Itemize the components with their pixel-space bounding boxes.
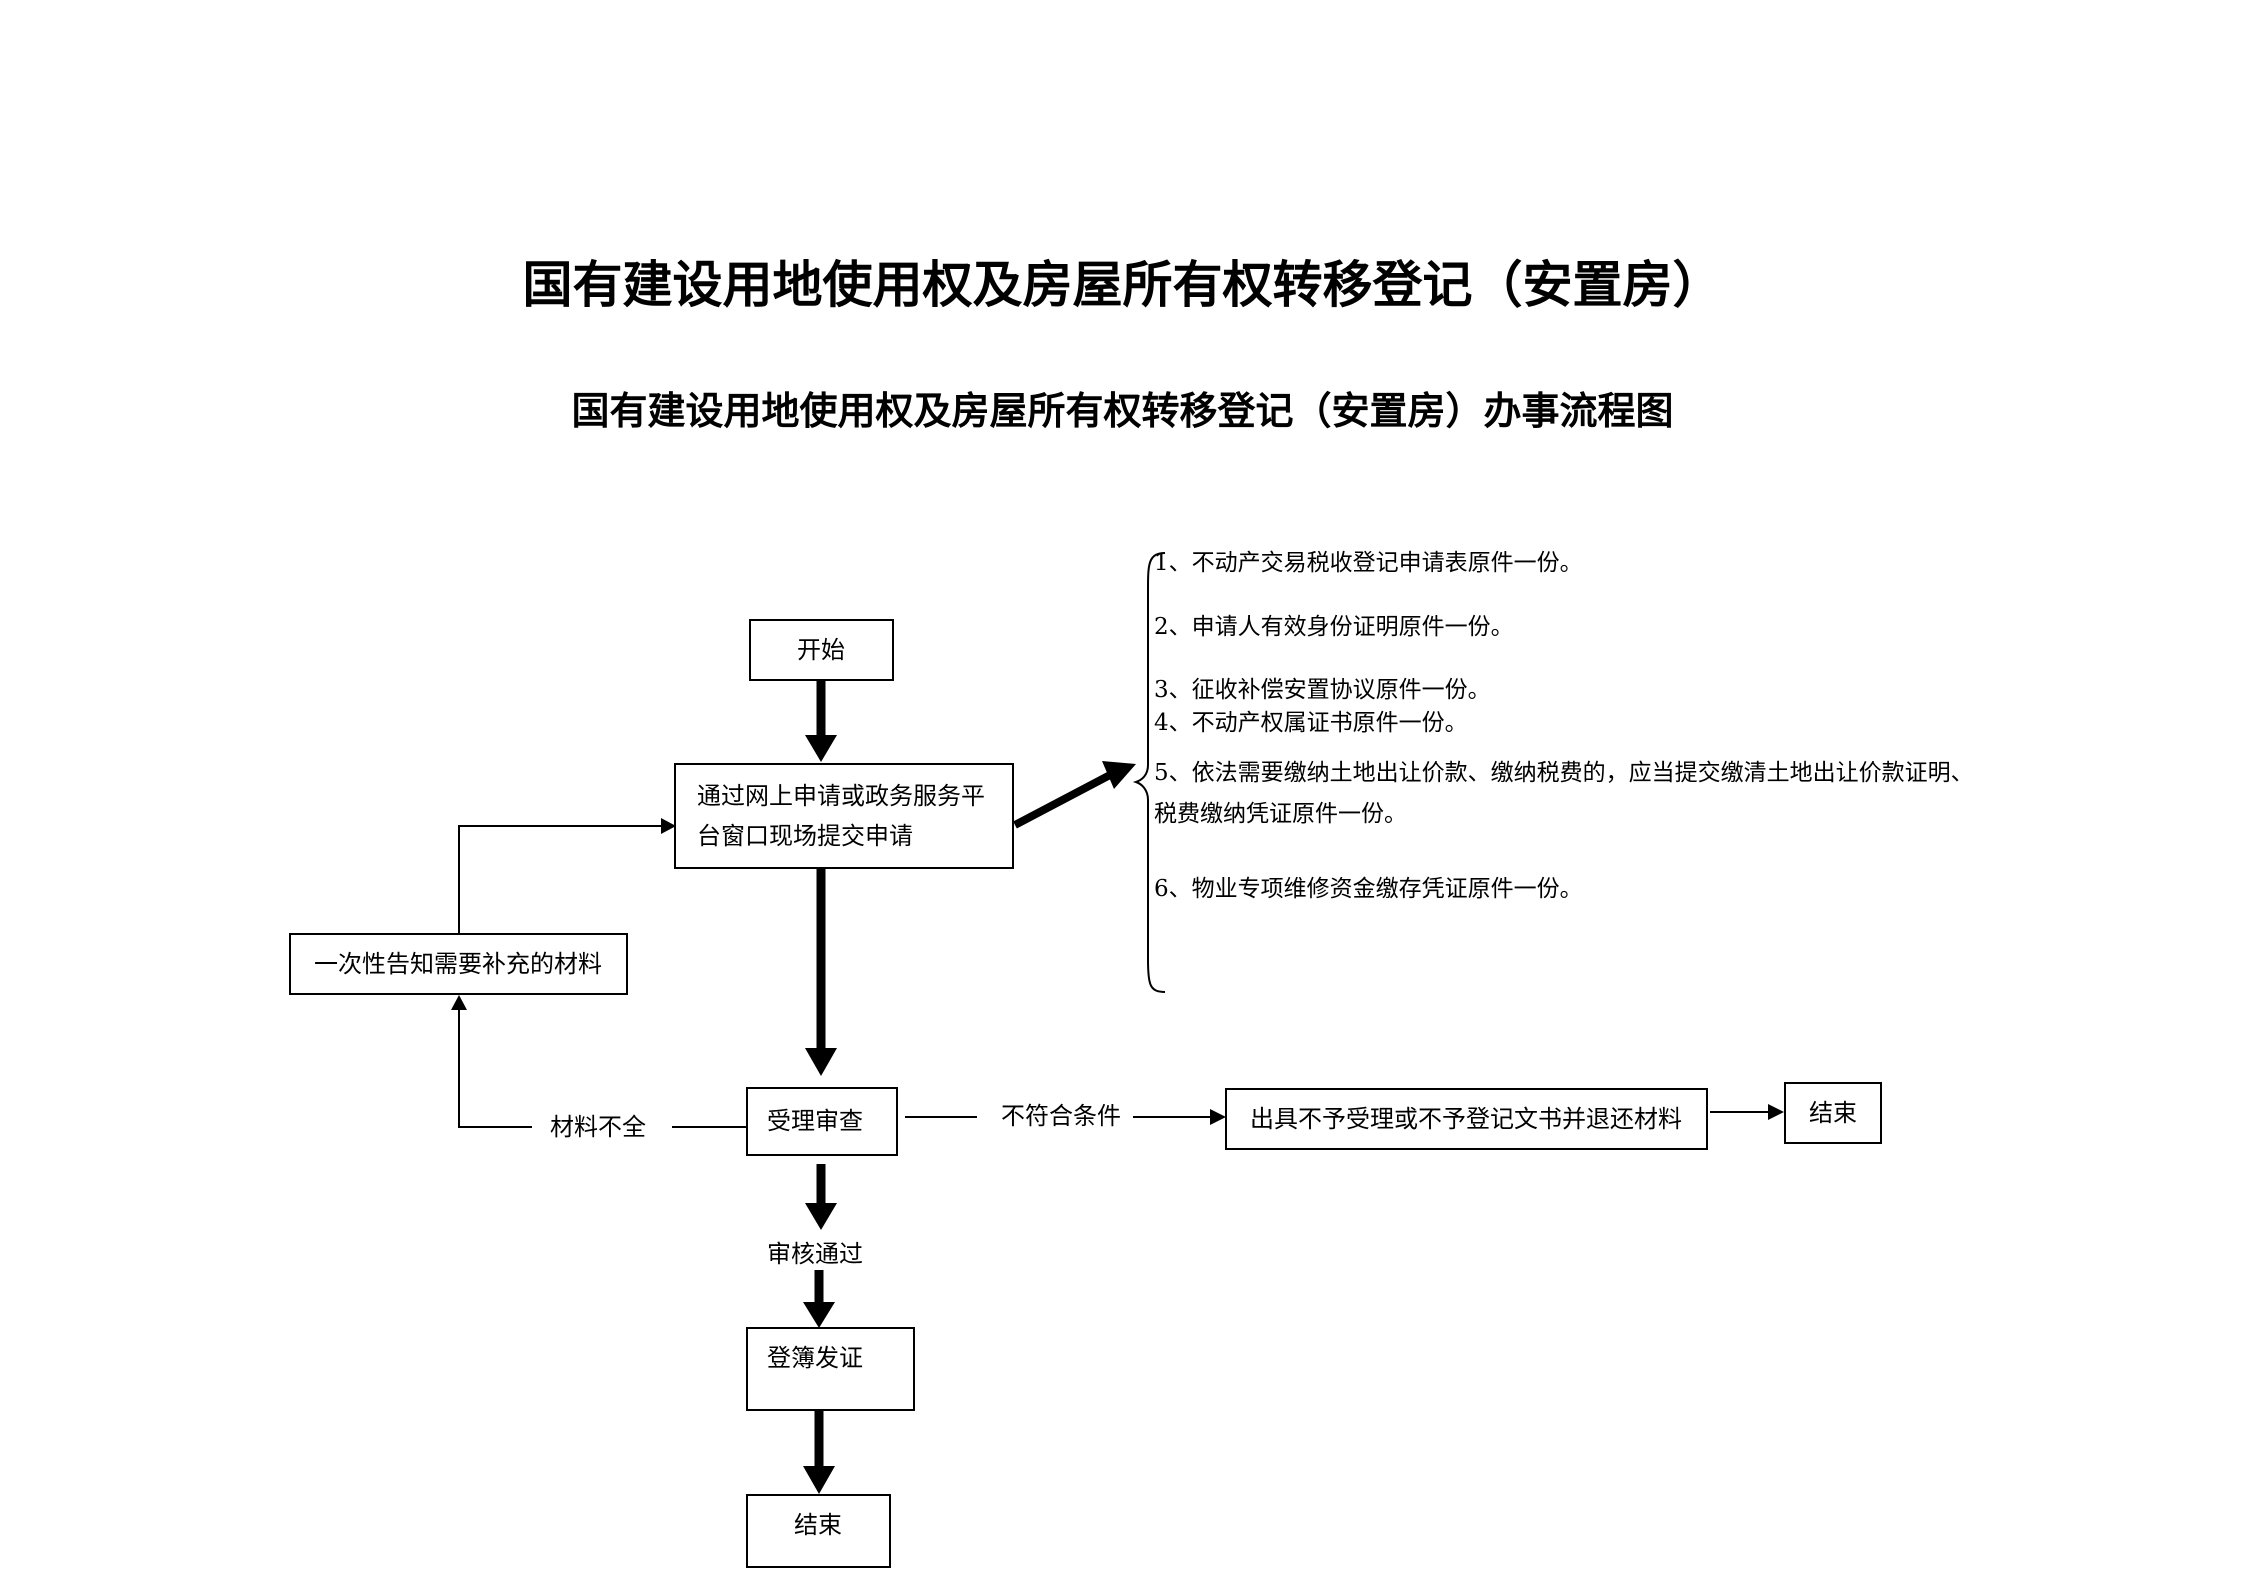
reject-label: 出具不予受理或不予登记文书并退还材料 [1250, 1105, 1682, 1133]
arrowhead-register-to-end [803, 1466, 835, 1494]
requirement-item-2: 2、申请人有效身份证明原件一份。 [1154, 614, 1514, 640]
end-reject-label: 结束 [1809, 1099, 1857, 1127]
notify-node: 一次性告知需要补充的材料 [289, 933, 628, 995]
edge-label-incomplete: 材料不全 [550, 1113, 646, 1141]
submit-label-line2: 台窗口现场提交申请 [697, 822, 913, 850]
arrow-incomplete-to-notify [458, 1008, 532, 1128]
page-subtitle: 国有建设用地使用权及房屋所有权转移登记（安置房）办事流程图 [571, 389, 1674, 433]
submit-node: 通过网上申请或政务服务平 台窗口现场提交申请 [674, 763, 1014, 869]
arrow-notify-to-submit [458, 825, 665, 934]
arrowhead-review-to-approved [805, 1203, 837, 1230]
arrowhead-not-qualified-to-reject [1210, 1109, 1226, 1125]
submit-label-line1: 通过网上申请或政务服务平 [697, 782, 985, 810]
arrowhead-approved-to-register [803, 1302, 835, 1328]
end-node: 结束 [746, 1494, 891, 1568]
requirement-item-6: 6、物业专项维修资金缴存凭证原件一份。 [1154, 876, 1583, 902]
edge-label-approved: 审核通过 [767, 1240, 863, 1268]
requirement-item-5-cont: 税费缴纳凭证原件一份。 [1154, 801, 1407, 827]
requirements-brace [1132, 552, 1166, 993]
register-node: 登簿发证 [746, 1327, 915, 1411]
start-label: 开始 [797, 636, 845, 664]
arrowhead-notify-to-submit [661, 818, 676, 834]
requirement-item-1: 1、不动产交易税收登记申请表原件一份。 [1154, 550, 1583, 576]
arrowhead-submit-to-requirements [1102, 761, 1136, 789]
page-title: 国有建设用地使用权及房屋所有权转移登记（安置房） [522, 256, 1723, 314]
arrowhead-start-to-submit [805, 735, 837, 762]
requirements-list: 1、不动产交易税收登记申请表原件一份。 2、申请人有效身份证明原件一份。 3、征… [1154, 550, 1974, 902]
edge-label-not-qualified: 不符合条件 [1001, 1102, 1121, 1130]
notify-label: 一次性告知需要补充的材料 [314, 950, 602, 978]
review-node: 受理审查 [746, 1087, 898, 1156]
arrowhead-incomplete-to-notify [451, 995, 467, 1010]
requirement-item-5: 5、依法需要缴纳土地出让价款、缴纳税费的，应当提交缴清土地出让价款证明、 [1154, 760, 1974, 786]
reject-node: 出具不予受理或不予登记文书并退还材料 [1225, 1088, 1708, 1150]
requirement-item-3: 3、征收补偿安置协议原件一份。 [1154, 677, 1491, 703]
requirement-item-4: 4、不动产权属证书原件一份。 [1154, 710, 1468, 736]
end-label: 结束 [794, 1511, 842, 1539]
end-reject-node: 结束 [1784, 1082, 1882, 1144]
review-label: 受理审查 [767, 1107, 863, 1135]
register-label: 登簿发证 [767, 1344, 863, 1372]
arrowhead-reject-to-end [1768, 1104, 1784, 1120]
start-node: 开始 [749, 619, 894, 681]
arrow-submit-to-requirements [1013, 771, 1112, 829]
arrowhead-submit-to-review [805, 1048, 837, 1076]
